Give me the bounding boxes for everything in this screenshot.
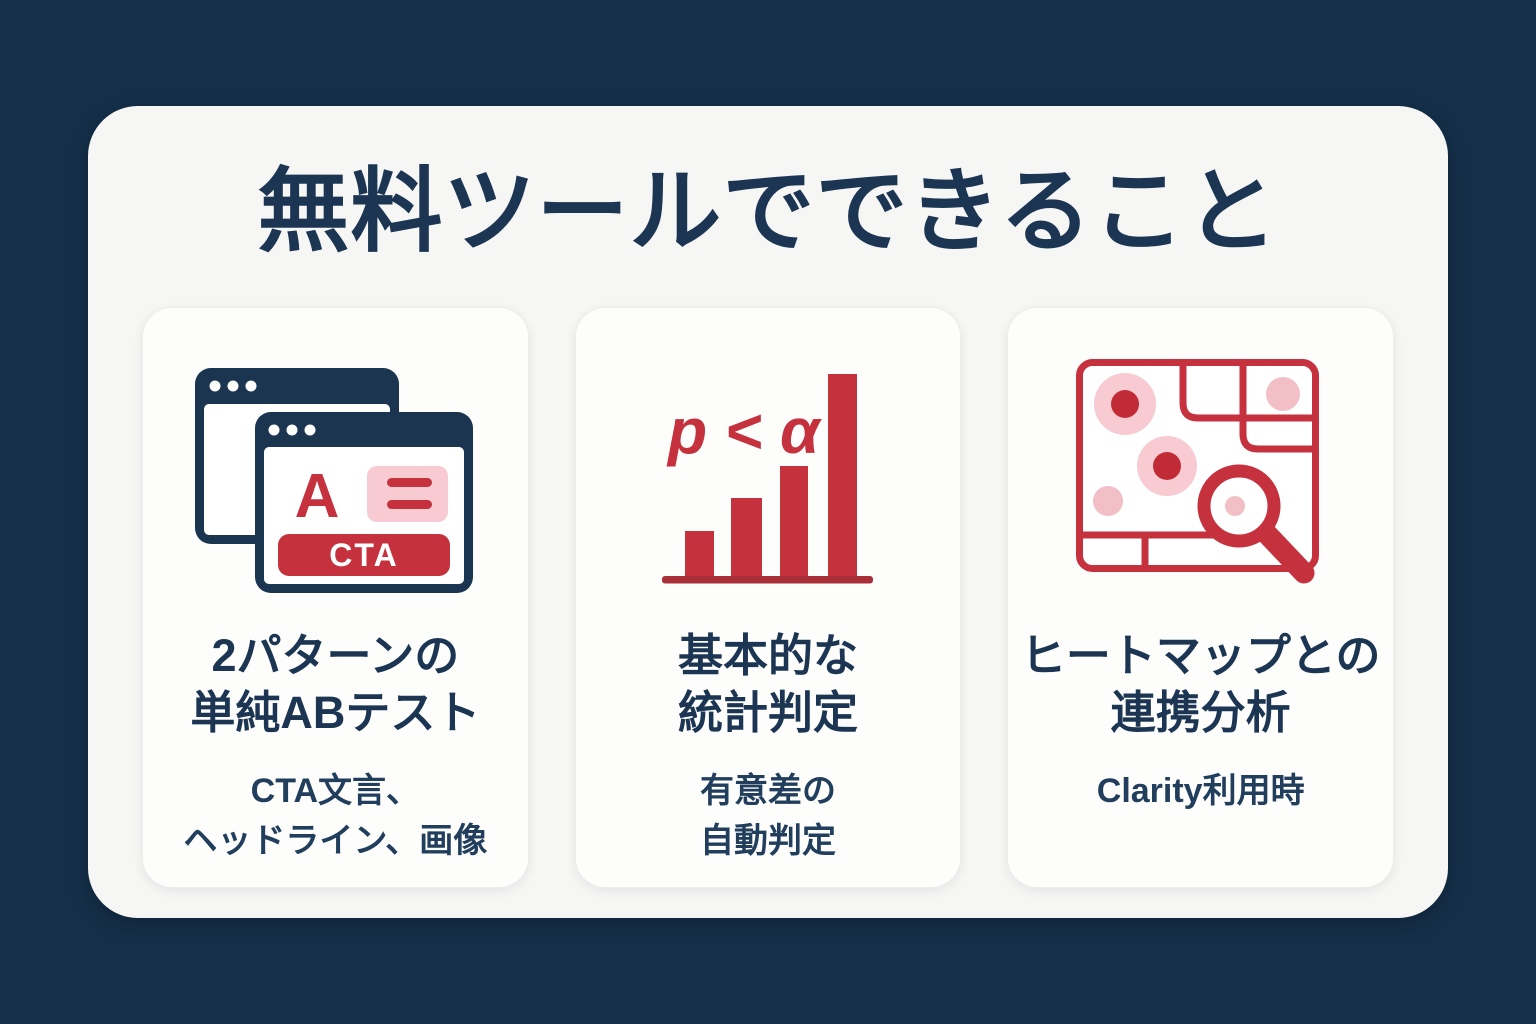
bar-group — [685, 374, 857, 576]
card-subtitle-line: Clarity利用時 — [1096, 772, 1305, 811]
card-subtitle: Clarity利用時 — [1097, 767, 1305, 816]
significance-bar-chart-icon: p < α — [662, 374, 873, 584]
wireframe-divider — [1239, 364, 1312, 453]
window-dot — [209, 380, 221, 392]
window-dot — [227, 380, 239, 392]
heat-spot-core — [1110, 390, 1139, 418]
window-dot — [245, 380, 257, 392]
ab-test-icon-box: A CTA — [193, 354, 478, 604]
bar-4 — [828, 374, 857, 576]
ab-test-browser-windows-icon: A CTA — [194, 368, 473, 593]
card-title-line: 2パターンの — [211, 630, 460, 681]
p-value-formula: p < α — [666, 395, 822, 467]
card-title: ヒートマップとの 連携分析 — [1021, 628, 1381, 741]
heatmap-magnifier-icon — [1075, 359, 1319, 584]
card-subtitle-line: 自動判定 — [700, 821, 836, 860]
variant-a-label: A — [294, 462, 339, 531]
card-statistics: p < α 基本的な 統計判定 有意差の — [574, 307, 962, 888]
cta-label: CTA — [329, 537, 398, 573]
heat-spots — [1092, 373, 1300, 516]
card-subtitle-line: CTA文言、 — [250, 772, 420, 811]
card-title-line: 単純ABテスト — [190, 686, 481, 738]
heat-spot-core — [1152, 452, 1181, 480]
heat-spot-small — [1092, 486, 1123, 516]
cta-button — [277, 534, 450, 576]
statistics-icon-box: p < α — [660, 354, 876, 604]
window-dot — [268, 424, 280, 436]
bar-2 — [731, 498, 762, 576]
page-title: 無料ツールでできること — [257, 161, 1279, 263]
chart-baseline — [662, 576, 873, 584]
front-browser-window: A CTA — [254, 412, 473, 593]
card-title-line: 連携分析 — [1110, 686, 1291, 738]
wireframe-divider — [1179, 364, 1312, 422]
card-subtitle-line: ヘッドライン、画像 — [183, 821, 488, 860]
card-title-line: 基本的な — [678, 630, 859, 681]
window-dot — [304, 424, 316, 436]
bar-3 — [780, 466, 808, 576]
card-title: 基本的な 統計判定 — [678, 628, 858, 741]
bar-1 — [685, 531, 714, 576]
text-line — [386, 478, 432, 487]
card-title: 2パターンの 単純ABテスト — [190, 628, 480, 741]
heat-spot-small — [1265, 377, 1300, 411]
window-dot — [286, 424, 298, 436]
card-subtitle: 有意差の 自動判定 — [700, 767, 836, 866]
card-subtitle: CTA文言、 ヘッドライン、画像 — [183, 767, 487, 866]
heatmap-icon-box — [1075, 354, 1326, 604]
text-line — [386, 500, 432, 509]
card-title-line: 統計判定 — [678, 686, 859, 738]
card-ab-test: A CTA 2パターンの 単純ABテスト CTA文言、 — [142, 307, 529, 888]
cards-row: A CTA 2パターンの 単純ABテスト CTA文言、 — [142, 307, 1395, 888]
magnifier-glass-icon — [1197, 464, 1315, 584]
main-panel: 無料ツールでできること — [88, 106, 1448, 918]
magnifier-handle — [1257, 524, 1315, 584]
card-heatmap: ヒートマップとの 連携分析 Clarity利用時 — [1007, 307, 1395, 888]
card-title-line: ヒートマップとの — [1020, 630, 1381, 681]
content-block — [366, 466, 448, 522]
magnifier-heat-dot — [1224, 496, 1245, 516]
card-subtitle-line: 有意差の — [700, 772, 836, 811]
